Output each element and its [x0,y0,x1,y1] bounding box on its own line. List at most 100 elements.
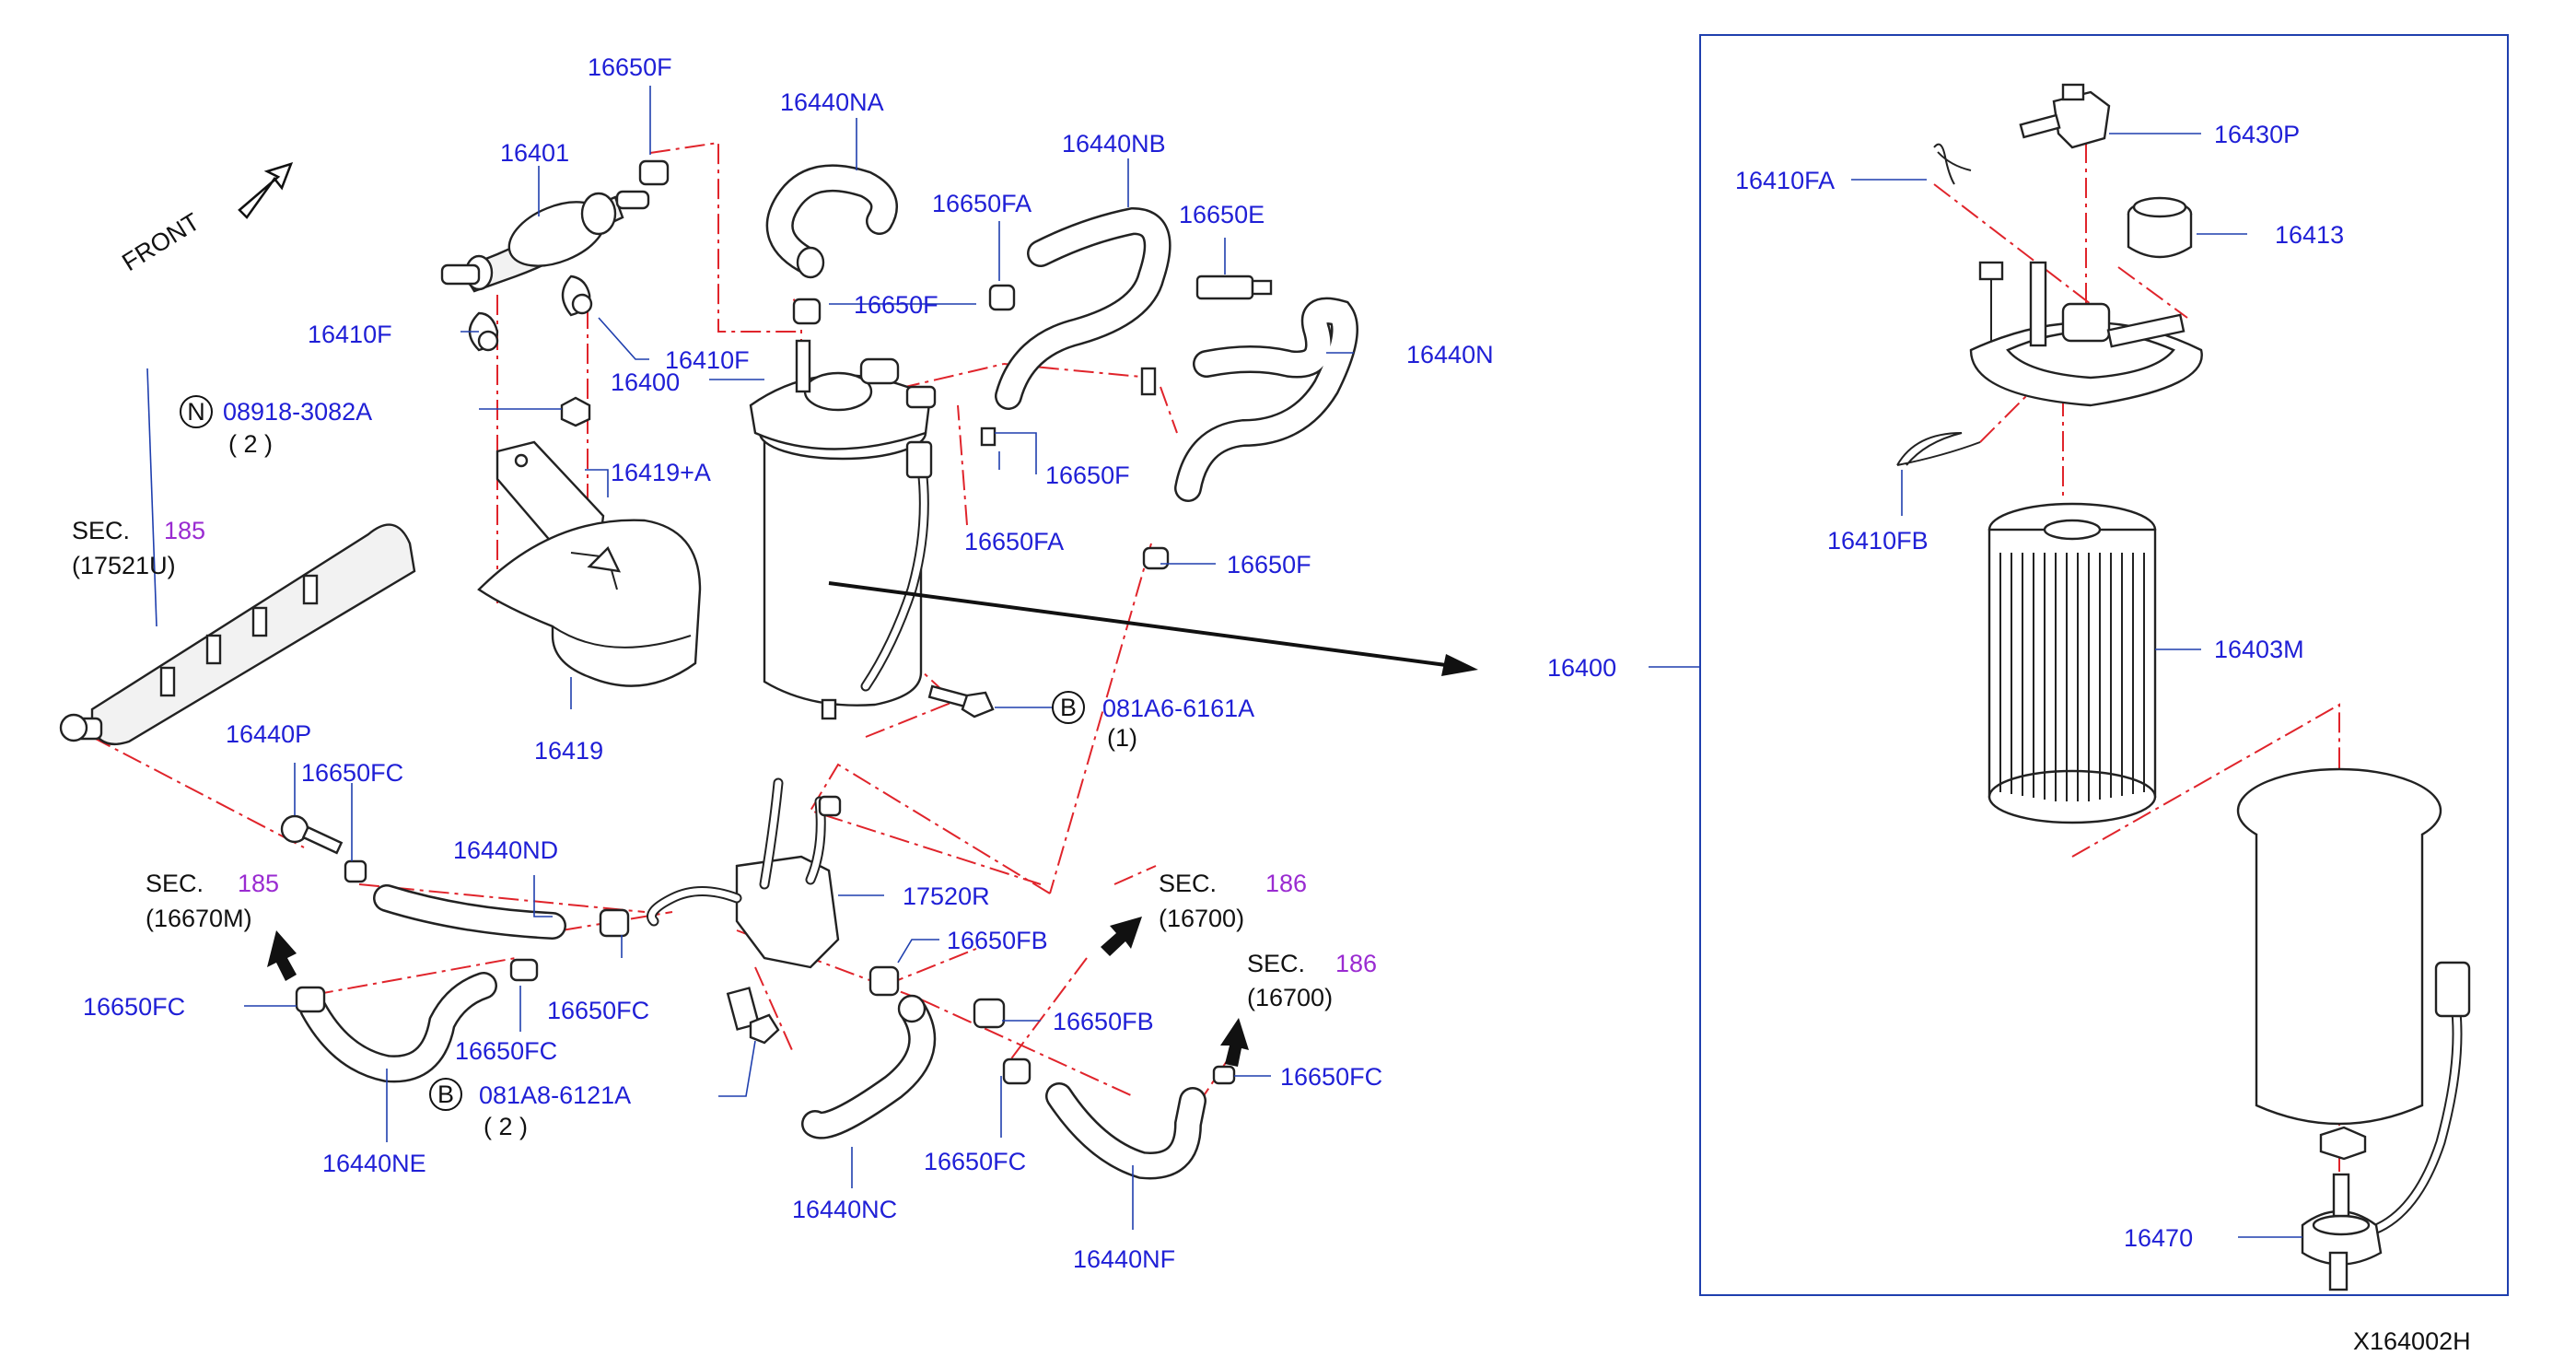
clip-16410FA [1933,143,1972,185]
label-16440NB: 16440NB [1062,130,1166,158]
section-186-a: SEC. 186 (16700) [1159,870,1307,932]
diagram-code: X164002H [2353,1327,2471,1355]
hose-16440ND [373,884,566,940]
housing-bowl [2236,767,2471,1240]
label-081A8-6121A: 081A8-6121A [479,1081,631,1109]
detail-frame [1699,34,2509,1296]
label-16650FC-b: 16650FC [547,997,649,1024]
clamp-16650FC-c [509,958,539,982]
svg-text:B: B [1060,694,1077,721]
svg-text:B: B [437,1081,454,1108]
section-185-a: SEC. 185 (17521U) [72,517,205,579]
clip-16410F-right [561,275,593,317]
label-16419: 16419 [534,737,603,765]
seal-ring [2319,1126,2367,1161]
svg-text:185: 185 [238,870,279,897]
leader-lines [146,86,2302,1238]
label-16400-main: 16400 [1547,654,1616,682]
label-16410F-right: 16410F [665,346,750,374]
section-185-b: SEC. 185 (16670M) [146,870,279,932]
svg-text:(16700): (16700) [1159,905,1244,932]
hose-16440NE [299,972,497,1083]
arrow-up-icon-185 [267,930,297,981]
clamp-16650FC-d [295,986,326,1013]
label-16400: 16400 [611,368,680,396]
sensor-16430P [2019,83,2111,149]
connector-16650E [1195,275,1273,300]
label-08918-qty: ( 2 ) [228,430,273,458]
label-16650F-top: 16650F [588,53,672,81]
clamp-16650FB-b [973,998,1006,1029]
fuel-rail-17521U [59,523,416,746]
label-16650FA-top: 16650FA [932,190,1032,217]
label-16650FC-f: 16650FC [924,1148,1026,1175]
svg-text:185: 185 [164,517,205,544]
label-16410FA: 16410FA [1735,167,1835,194]
label-16440P: 16440P [226,720,311,748]
heater-16470 [2301,1173,2383,1291]
label-16650FC-c: 16650FC [83,993,185,1021]
marker-b1: B [1052,691,1085,724]
clamp-16650F-top [638,159,670,186]
clamp-16650FA-low [980,426,997,447]
label-16403M: 16403M [2214,636,2304,663]
bolt-081A6 [927,684,995,719]
arrow-upright-icon-186-a [1101,917,1142,956]
clamp-16650FC-f [1212,1065,1236,1085]
label-16650F-mid: 16650F [854,291,938,319]
nut-08918 [560,396,591,427]
fitting-17520R [647,777,842,969]
label-16440NA: 16440NA [780,88,884,116]
svg-text:(16670M): (16670M) [146,905,252,932]
svg-text:(17521U): (17521U) [72,552,176,579]
label-16440NF: 16440NF [1073,1245,1175,1273]
label-16470: 16470 [2124,1224,2193,1252]
banjo-16440P [280,814,344,855]
label-16440ND: 16440ND [453,836,558,864]
detail-pointer-arrow [828,581,1478,676]
label-16440NC: 16440NC [792,1196,897,1223]
svg-text:SEC.: SEC. [146,870,204,897]
hose-16440N [1174,297,1358,502]
clip-16410FB [1896,432,1981,466]
clamp-16650FA-top [988,284,1016,311]
label-16440N: 16440N [1406,341,1494,368]
cap-16413 [2127,196,2193,259]
clamp-16650F-right-small [1140,367,1157,396]
marker-b2: B [429,1078,462,1111]
part-labels: 16650F 16440NA 16401 16440NB 16650FA 166… [83,53,2344,1273]
hose-16440NB [995,206,1171,410]
label-16650E: 16650E [1179,201,1265,228]
label-16401: 16401 [500,139,569,167]
hose-16440NC [801,994,937,1139]
label-16650FC-a: 16650FC [301,759,403,787]
marker-n: N [180,395,213,428]
label-16410FB: 16410FB [1827,527,1929,555]
clamp-16650F-low [1142,546,1170,570]
label-081A8-qty: ( 2 ) [484,1113,528,1140]
clamp-16650F-mid [792,298,822,325]
label-16650FC-d: 16650FC [455,1037,557,1065]
label-16650FC-e: 16650FC [1280,1063,1382,1091]
svg-text:(16700): (16700) [1247,984,1333,1011]
label-17520R: 17520R [903,882,990,910]
priming-pump-16401 [440,190,650,293]
label-16650FB-a: 16650FB [947,927,1048,954]
clamp-16650FC-b [599,908,630,938]
label-16650F-low: 16650F [1227,551,1311,578]
fuel-filter-16400 [749,339,937,720]
clamp-16650FC-e [1002,1057,1032,1085]
label-081A6-qty: (1) [1107,724,1137,752]
element-16403M [1987,502,2157,824]
svg-text:SEC.: SEC. [1159,870,1217,897]
bolt-081A8 [726,987,780,1045]
clamp-16650FB-a [868,965,900,997]
label-16410F-left: 16410F [308,321,392,348]
svg-text:SEC.: SEC. [1247,950,1305,977]
label-16650F-right: 16650F [1045,462,1130,489]
label-16413: 16413 [2275,221,2344,249]
arrow-up-icon-186-b [1220,1018,1249,1067]
label-16440NE: 16440NE [322,1150,426,1177]
label-16419-a: 16419+A [611,459,711,486]
